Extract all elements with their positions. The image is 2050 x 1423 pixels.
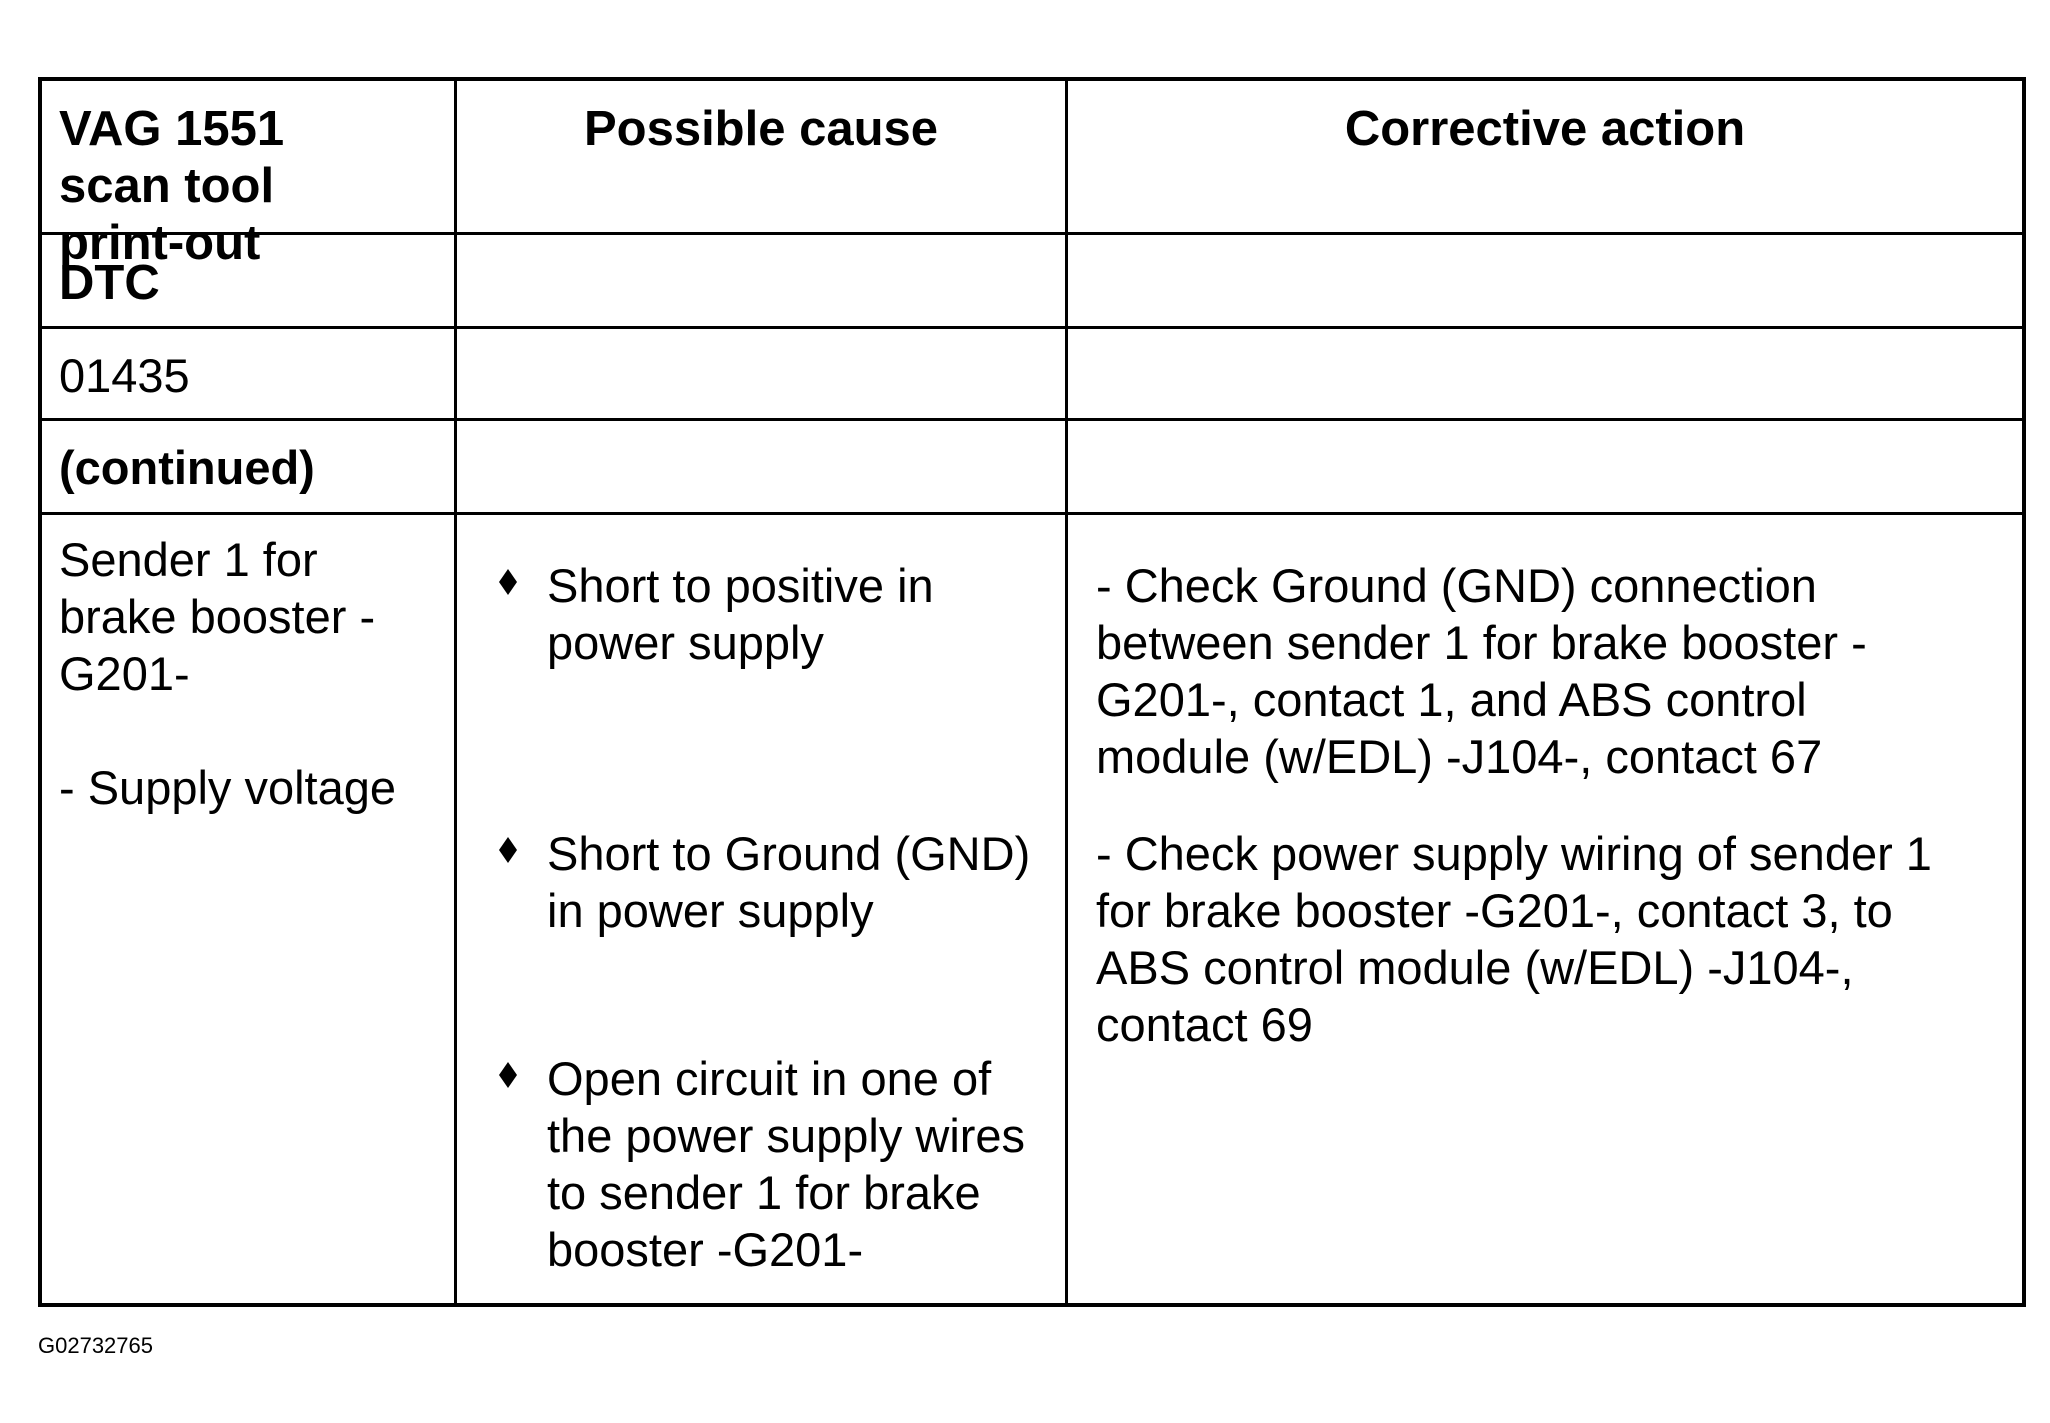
dtc-label-cell: DTC (42, 235, 457, 329)
printout-condition: - Supply voltage (59, 761, 397, 814)
printout-body-cell: Sender 1 for brake booster - G201- - Sup… (42, 515, 457, 1303)
cause-item-3: Open circuit in one of the power supply … (495, 1050, 1055, 1278)
diagnostic-table: VAG 1551 scan tool print-out Possible ca… (38, 77, 2026, 1307)
diamond-bullet-icon (499, 1062, 517, 1088)
diamond-bullet-icon (499, 569, 517, 595)
corrective-action-2: - Check power supply wiring of sender 1 … (1096, 827, 1932, 1051)
printout-spacer (59, 702, 454, 759)
continued-cell: (continued) (42, 421, 457, 515)
dtc-empty-cell-2 (457, 235, 1068, 329)
header-possible-cause: Possible cause (457, 81, 1068, 235)
continued-empty-cell-2 (457, 421, 1068, 515)
dtc-code: 01435 (59, 349, 190, 402)
continued-label: (continued) (59, 441, 315, 494)
header-scan-tool-printout-label: VAG 1551 scan tool print-out (59, 102, 285, 270)
cause-text-3: Open circuit in one of the power supply … (547, 1052, 1026, 1276)
cause-text-2: Short to Ground (GND) in power supply (547, 827, 1031, 937)
printout-component: Sender 1 for brake booster - G201- (59, 533, 376, 700)
dtc-label: DTC (59, 256, 160, 310)
cause-text-1: Short to positive in power supply (547, 559, 934, 669)
code-empty-cell-3 (1068, 329, 2022, 421)
corrective-action-1: - Check Ground (GND) connection between … (1096, 559, 1867, 783)
corrective-action-body-cell: - Check Ground (GND) connection between … (1068, 515, 2022, 1303)
figure-code: G02732765 (38, 1333, 153, 1358)
code-empty-cell-2 (457, 329, 1068, 421)
dtc-code-cell: 01435 (42, 329, 457, 421)
header-corrective-action: Corrective action (1068, 81, 2022, 235)
header-possible-cause-label: Possible cause (583, 102, 939, 156)
continued-empty-cell-3 (1068, 421, 2022, 515)
cause-item-1: Short to positive in power supply (495, 557, 1055, 671)
cause-item-2: Short to Ground (GND) in power supply (495, 825, 1055, 939)
header-scan-tool-printout: VAG 1551 scan tool print-out (42, 81, 457, 270)
possible-cause-body-cell: Short to positive in power supply Short … (457, 515, 1068, 1303)
diamond-bullet-icon (499, 837, 517, 863)
header-corrective-action-label: Corrective action (1344, 102, 1746, 156)
dtc-empty-cell-3 (1068, 235, 2022, 329)
